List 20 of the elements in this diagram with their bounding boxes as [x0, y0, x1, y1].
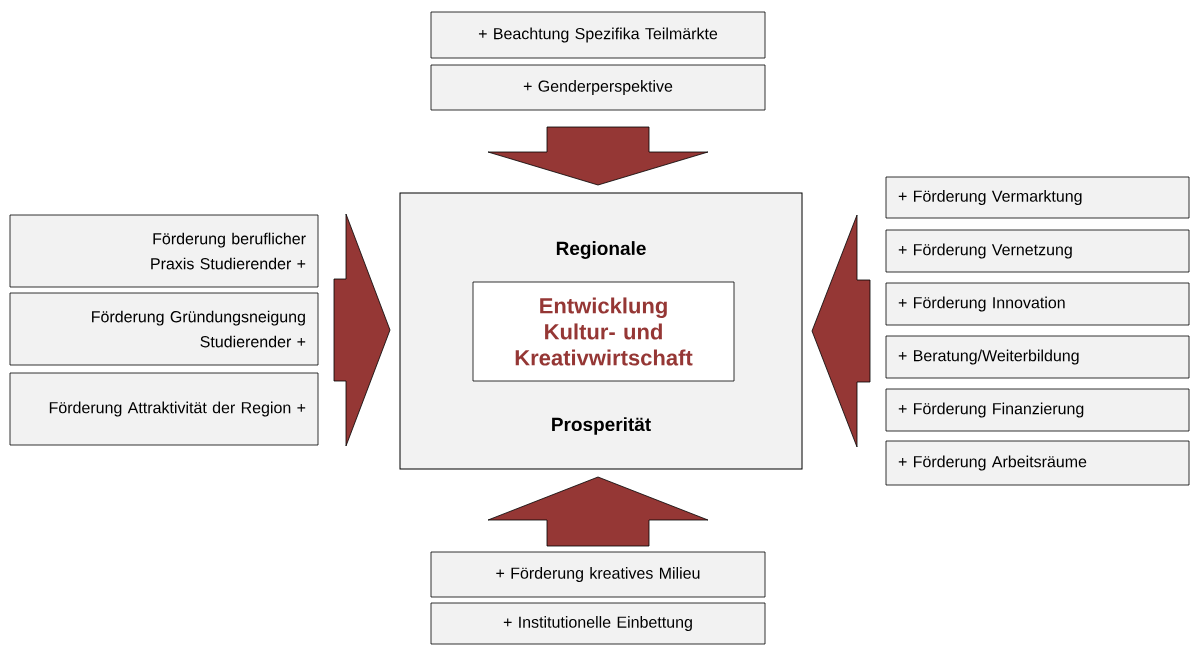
text-box: + Förderung kreatives Milieu — [430, 551, 766, 598]
heading: Prosperität — [552, 417, 651, 435]
text-box: + Förderung Innovation — [885, 282, 1190, 326]
text-box: Förderung Gründungsneigung Studierender + — [9, 292, 319, 366]
text-box: + Förderung Arbeitsräume — [885, 440, 1190, 486]
text-box: Förderung beruflicher Praxis Studierender + — [9, 214, 319, 288]
text-box: + Beratung/Weiterbildung — [885, 335, 1190, 379]
text-box: + Institutionelle Einbettung — [430, 602, 766, 645]
text-box: + Förderung Vermarktung — [885, 176, 1190, 219]
block-arrow — [811, 214, 871, 448]
highlight-box: Entwicklung Kultur- und Kreativwirtschaft — [472, 281, 735, 382]
text-box: + Förderung Vernetzung — [885, 229, 1190, 273]
text-box: + Beachtung Spezifika Teilmärkte — [430, 11, 766, 59]
block-arrow — [333, 213, 391, 447]
text-box: + Förderung Finanzierung — [885, 388, 1190, 432]
text-box: + Genderperspektive — [430, 64, 766, 111]
block-arrow — [487, 476, 709, 547]
text-box: Förderung Attraktivität der Region + — [9, 372, 319, 446]
block-arrow — [487, 126, 709, 186]
heading: Regionale — [556, 241, 646, 259]
